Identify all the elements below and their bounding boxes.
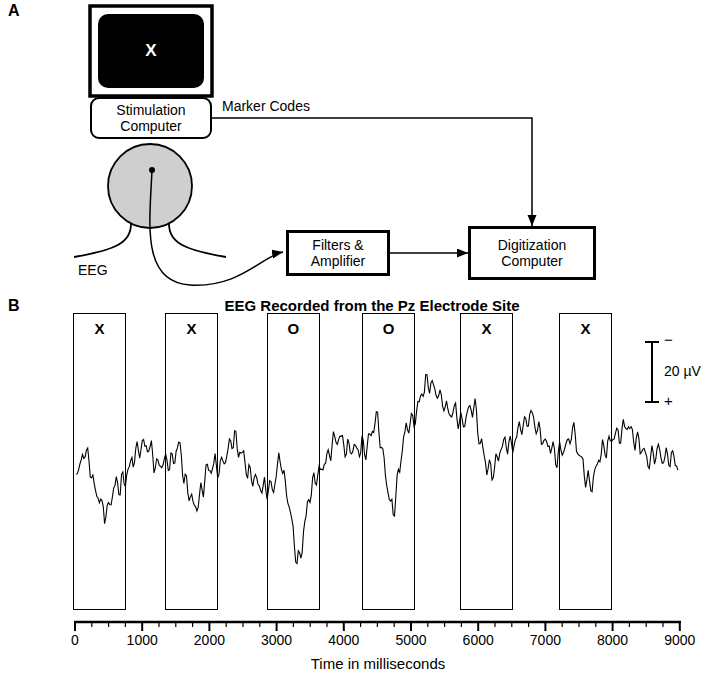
node-text: X bbox=[145, 41, 156, 61]
eeg-wire bbox=[150, 170, 283, 285]
axis-tick bbox=[410, 622, 412, 631]
scale-bar bbox=[651, 342, 653, 402]
stimulus-window: X bbox=[73, 313, 126, 610]
tick-label: 8000 bbox=[597, 632, 628, 648]
axis-tick bbox=[175, 622, 176, 627]
axis-tick bbox=[444, 622, 445, 627]
axis-tick bbox=[562, 622, 563, 627]
node-text: X bbox=[187, 320, 197, 337]
edge-label: Marker Codes bbox=[220, 98, 312, 114]
axis-tick bbox=[646, 622, 647, 627]
tick-label: 3000 bbox=[261, 632, 292, 648]
scale-label: 20 µV bbox=[664, 363, 701, 379]
stimulus-window: O bbox=[267, 313, 319, 610]
stimulus-window: X bbox=[559, 313, 612, 610]
eeg-label: EEG bbox=[78, 262, 108, 278]
axis-ticks bbox=[75, 622, 680, 631]
tick-label: 7000 bbox=[530, 632, 561, 648]
stimulus-window: O bbox=[362, 313, 415, 610]
axis-tick bbox=[612, 622, 614, 631]
axis-tick bbox=[394, 622, 395, 627]
panel-letter: A bbox=[8, 2, 20, 20]
axis-tick bbox=[477, 622, 479, 631]
polarity-sign: − bbox=[664, 331, 673, 348]
node-text: O bbox=[383, 320, 395, 337]
filters-amplifier: Filters & Amplifier bbox=[286, 230, 390, 276]
axis-tick bbox=[343, 622, 345, 631]
axis-tick bbox=[226, 622, 227, 627]
axis-tick bbox=[125, 622, 126, 627]
axis-tick bbox=[259, 622, 260, 627]
axis-tick bbox=[427, 622, 428, 627]
axis-tick bbox=[192, 622, 193, 627]
stimulus-window: X bbox=[165, 313, 218, 610]
axis-tick bbox=[91, 622, 92, 627]
scale-bar-cap bbox=[645, 341, 659, 343]
node-text: Filters & Amplifier bbox=[295, 237, 381, 269]
stimulus-window: X bbox=[460, 313, 513, 610]
node-text: X bbox=[580, 320, 590, 337]
axis-tick bbox=[595, 622, 596, 627]
axis-tick bbox=[360, 622, 361, 627]
tick-label: 2000 bbox=[194, 632, 225, 648]
axis-tick bbox=[679, 622, 681, 631]
node-text: X bbox=[95, 320, 105, 337]
axis-tick bbox=[208, 622, 210, 631]
tick-label: 6000 bbox=[463, 632, 494, 648]
connector bbox=[212, 118, 532, 226]
panel-title: EEG Recorded from the Pz Electrode Site bbox=[224, 297, 519, 314]
stimulation-computer: Stimulation Computer bbox=[90, 97, 212, 139]
axis-tick bbox=[242, 622, 243, 627]
axis-tick bbox=[141, 622, 143, 631]
monitor-frame bbox=[90, 6, 212, 96]
tick-label: 0 bbox=[71, 632, 79, 648]
axis-tick bbox=[511, 622, 512, 627]
panel-letter: B bbox=[8, 297, 20, 315]
axis-tick bbox=[276, 622, 278, 631]
axis-tick bbox=[158, 622, 159, 627]
scale-bar-cap bbox=[645, 401, 659, 403]
axis-tick bbox=[74, 622, 76, 631]
axis-tick bbox=[629, 622, 630, 627]
axis-tick bbox=[578, 622, 579, 627]
axis-tick bbox=[494, 622, 495, 627]
tick-label: 5000 bbox=[395, 632, 426, 648]
axis-tick bbox=[326, 622, 327, 627]
node-text: O bbox=[288, 320, 300, 337]
tick-label: 9000 bbox=[664, 632, 695, 648]
axis-tick bbox=[461, 622, 462, 627]
node-text: Digitization Computer bbox=[477, 237, 587, 269]
tick-label: 4000 bbox=[328, 632, 359, 648]
monitor-screen: X bbox=[98, 14, 204, 88]
node-text: Stimulation Computer bbox=[98, 102, 204, 134]
polarity-sign: + bbox=[664, 392, 673, 409]
axis-tick bbox=[293, 622, 294, 627]
axis-tick bbox=[108, 622, 109, 627]
digitization-computer: Digitization Computer bbox=[468, 226, 596, 280]
node-text: X bbox=[482, 320, 492, 337]
axis-title: Time in milliseconds bbox=[311, 655, 445, 672]
tick-label: 1000 bbox=[127, 632, 158, 648]
axis-tick bbox=[310, 622, 311, 627]
axis-tick bbox=[662, 622, 663, 627]
eeg-trace bbox=[76, 375, 678, 564]
axis-tick bbox=[377, 622, 378, 627]
axis-tick bbox=[528, 622, 529, 627]
right-shoulder bbox=[169, 224, 226, 257]
axis-tick bbox=[544, 622, 546, 631]
left-shoulder bbox=[74, 224, 131, 257]
connector bbox=[390, 252, 468, 254]
